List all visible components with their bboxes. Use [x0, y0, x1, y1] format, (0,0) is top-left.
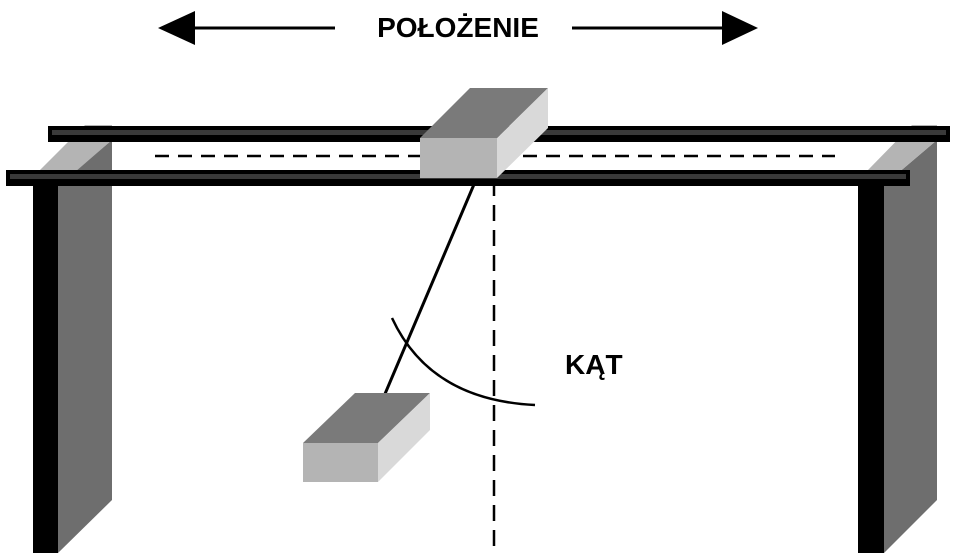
trolley-side: [497, 88, 548, 178]
angle-arc: [390, 317, 536, 407]
angle-label: KĄT: [565, 349, 623, 380]
right-support-front: [858, 185, 884, 553]
position-arrow-right-head: [722, 11, 758, 45]
load-cable: [377, 181, 477, 409]
right-support: [858, 125, 937, 553]
load-top: [303, 393, 430, 443]
left-support-side: [58, 140, 112, 553]
left-support: [33, 125, 112, 553]
left-support-front: [33, 185, 58, 553]
hanging-load: [303, 393, 430, 482]
load-side: [378, 393, 430, 482]
load-front: [303, 443, 378, 482]
position-arrow-left-head: [158, 11, 195, 45]
position-arrow: POŁOŻENIE: [158, 11, 758, 45]
right-support-side: [884, 140, 937, 553]
trolley: [420, 88, 548, 178]
trolley-top: [420, 88, 548, 138]
trolley-front: [420, 138, 497, 178]
position-label: POŁOŻENIE: [377, 12, 539, 43]
